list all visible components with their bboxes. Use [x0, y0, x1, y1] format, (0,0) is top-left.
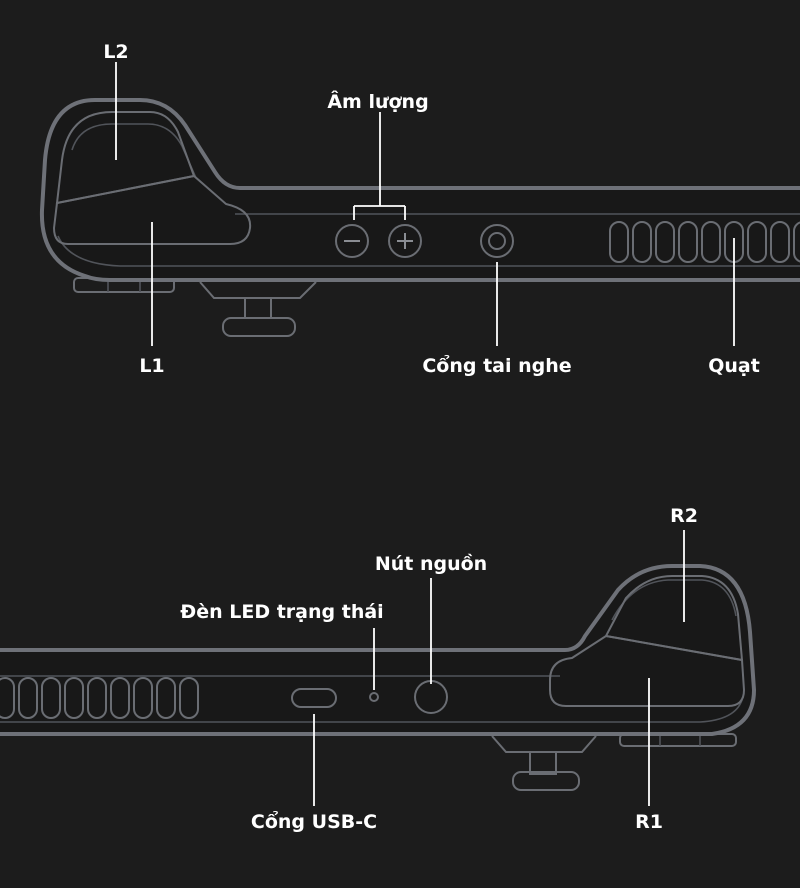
label-l1: L1	[139, 355, 164, 377]
top-body-outline	[39, 98, 800, 282]
headphone-jack[interactable]	[480, 224, 514, 258]
bottom-body-outline	[0, 564, 756, 736]
volume-up-button[interactable]	[388, 224, 422, 258]
label-r1: R1	[635, 811, 663, 833]
volume-down-button[interactable]	[335, 224, 369, 258]
label-headphone-port: Cổng tai nghe	[422, 354, 571, 377]
r2-trigger[interactable]	[604, 575, 744, 662]
bottom-view: R2 R1 Nút nguồn Đèn LED trạng thái Cổng …	[0, 505, 756, 833]
label-power-button: Nút nguồn	[375, 552, 487, 575]
label-l2: L2	[103, 41, 128, 63]
r1-bumper[interactable]	[549, 634, 746, 707]
right-thumbstick	[491, 735, 597, 791]
left-thumbstick	[199, 281, 317, 337]
label-r2: R2	[670, 505, 698, 527]
l1-bumper[interactable]	[52, 174, 252, 245]
label-status-led: Đèn LED trạng thái	[180, 601, 383, 623]
fan-vents-bottom	[0, 677, 199, 719]
label-usb-c-port: Cổng USB-C	[251, 810, 377, 833]
top-view: L2 L1 Âm lượng Cổng tai nghe Quạt	[39, 41, 800, 377]
l2-trigger[interactable]	[55, 111, 196, 205]
label-volume: Âm lượng	[327, 90, 428, 113]
status-led	[369, 692, 379, 702]
usb-c-port[interactable]	[291, 688, 337, 708]
fan-vents-top	[609, 221, 800, 263]
label-fan: Quạt	[708, 355, 760, 377]
plus-icon	[397, 233, 413, 249]
